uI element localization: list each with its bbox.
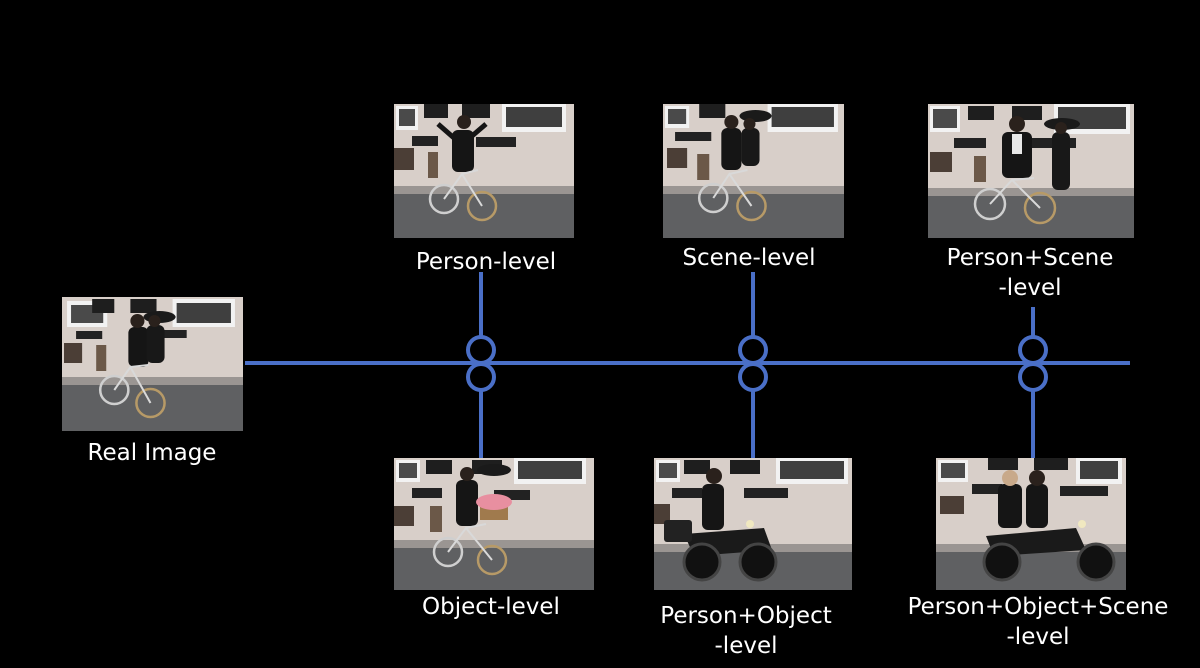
object-level-label: Object-level [422,592,560,622]
person-object-scene-level-photo [936,458,1126,590]
person-object-scene-level-label-line1: Person+Object+Scene [907,594,1169,620]
junction-ring-lower-2 [738,362,768,392]
scene-level-photo [663,104,844,238]
street-scene-illustration [394,458,594,590]
street-scene-illustration [663,104,844,238]
person-scene-level-photo [928,104,1134,238]
junction-ring-lower-1 [466,362,496,392]
person-object-level-label: Person+Object -level [660,601,831,661]
person-object-level-label-line2: -level [714,633,778,659]
person-level-photo [394,104,574,238]
person-scene-level-label-line2: -level [998,275,1062,301]
object-level-photo [394,458,594,590]
real-image-label: Real Image [88,438,217,468]
person-scene-level-label-line1: Person+Scene [946,245,1114,271]
person-object-level-photo [654,458,852,590]
real-image-label-line1: Real Image [87,440,217,466]
person-object-level-label-line1: Person+Object [660,603,832,629]
street-scene-illustration [654,458,852,590]
person-object-scene-level-label-line2: -level [1006,624,1070,650]
junction-ring-upper-2 [738,335,768,365]
scene-level-label-line1: Scene-level [682,245,816,271]
person-object-scene-level-label: Person+Object+Scene -level [908,592,1169,652]
person-level-label-line1: Person-level [415,249,557,275]
street-scene-illustration [394,104,574,238]
scene-level-label: Scene-level [682,243,815,273]
person-scene-level-label: Person+Scene -level [947,243,1114,303]
street-scene-illustration [62,297,243,431]
junction-ring-upper-3 [1018,335,1048,365]
street-scene-illustration [928,104,1134,238]
person-level-label: Person-level [416,247,556,277]
junction-ring-upper-1 [466,335,496,365]
object-level-label-line1: Object-level [422,594,560,620]
street-scene-illustration [936,458,1126,590]
junction-ring-lower-3 [1018,362,1048,392]
real-image-photo [62,297,243,431]
